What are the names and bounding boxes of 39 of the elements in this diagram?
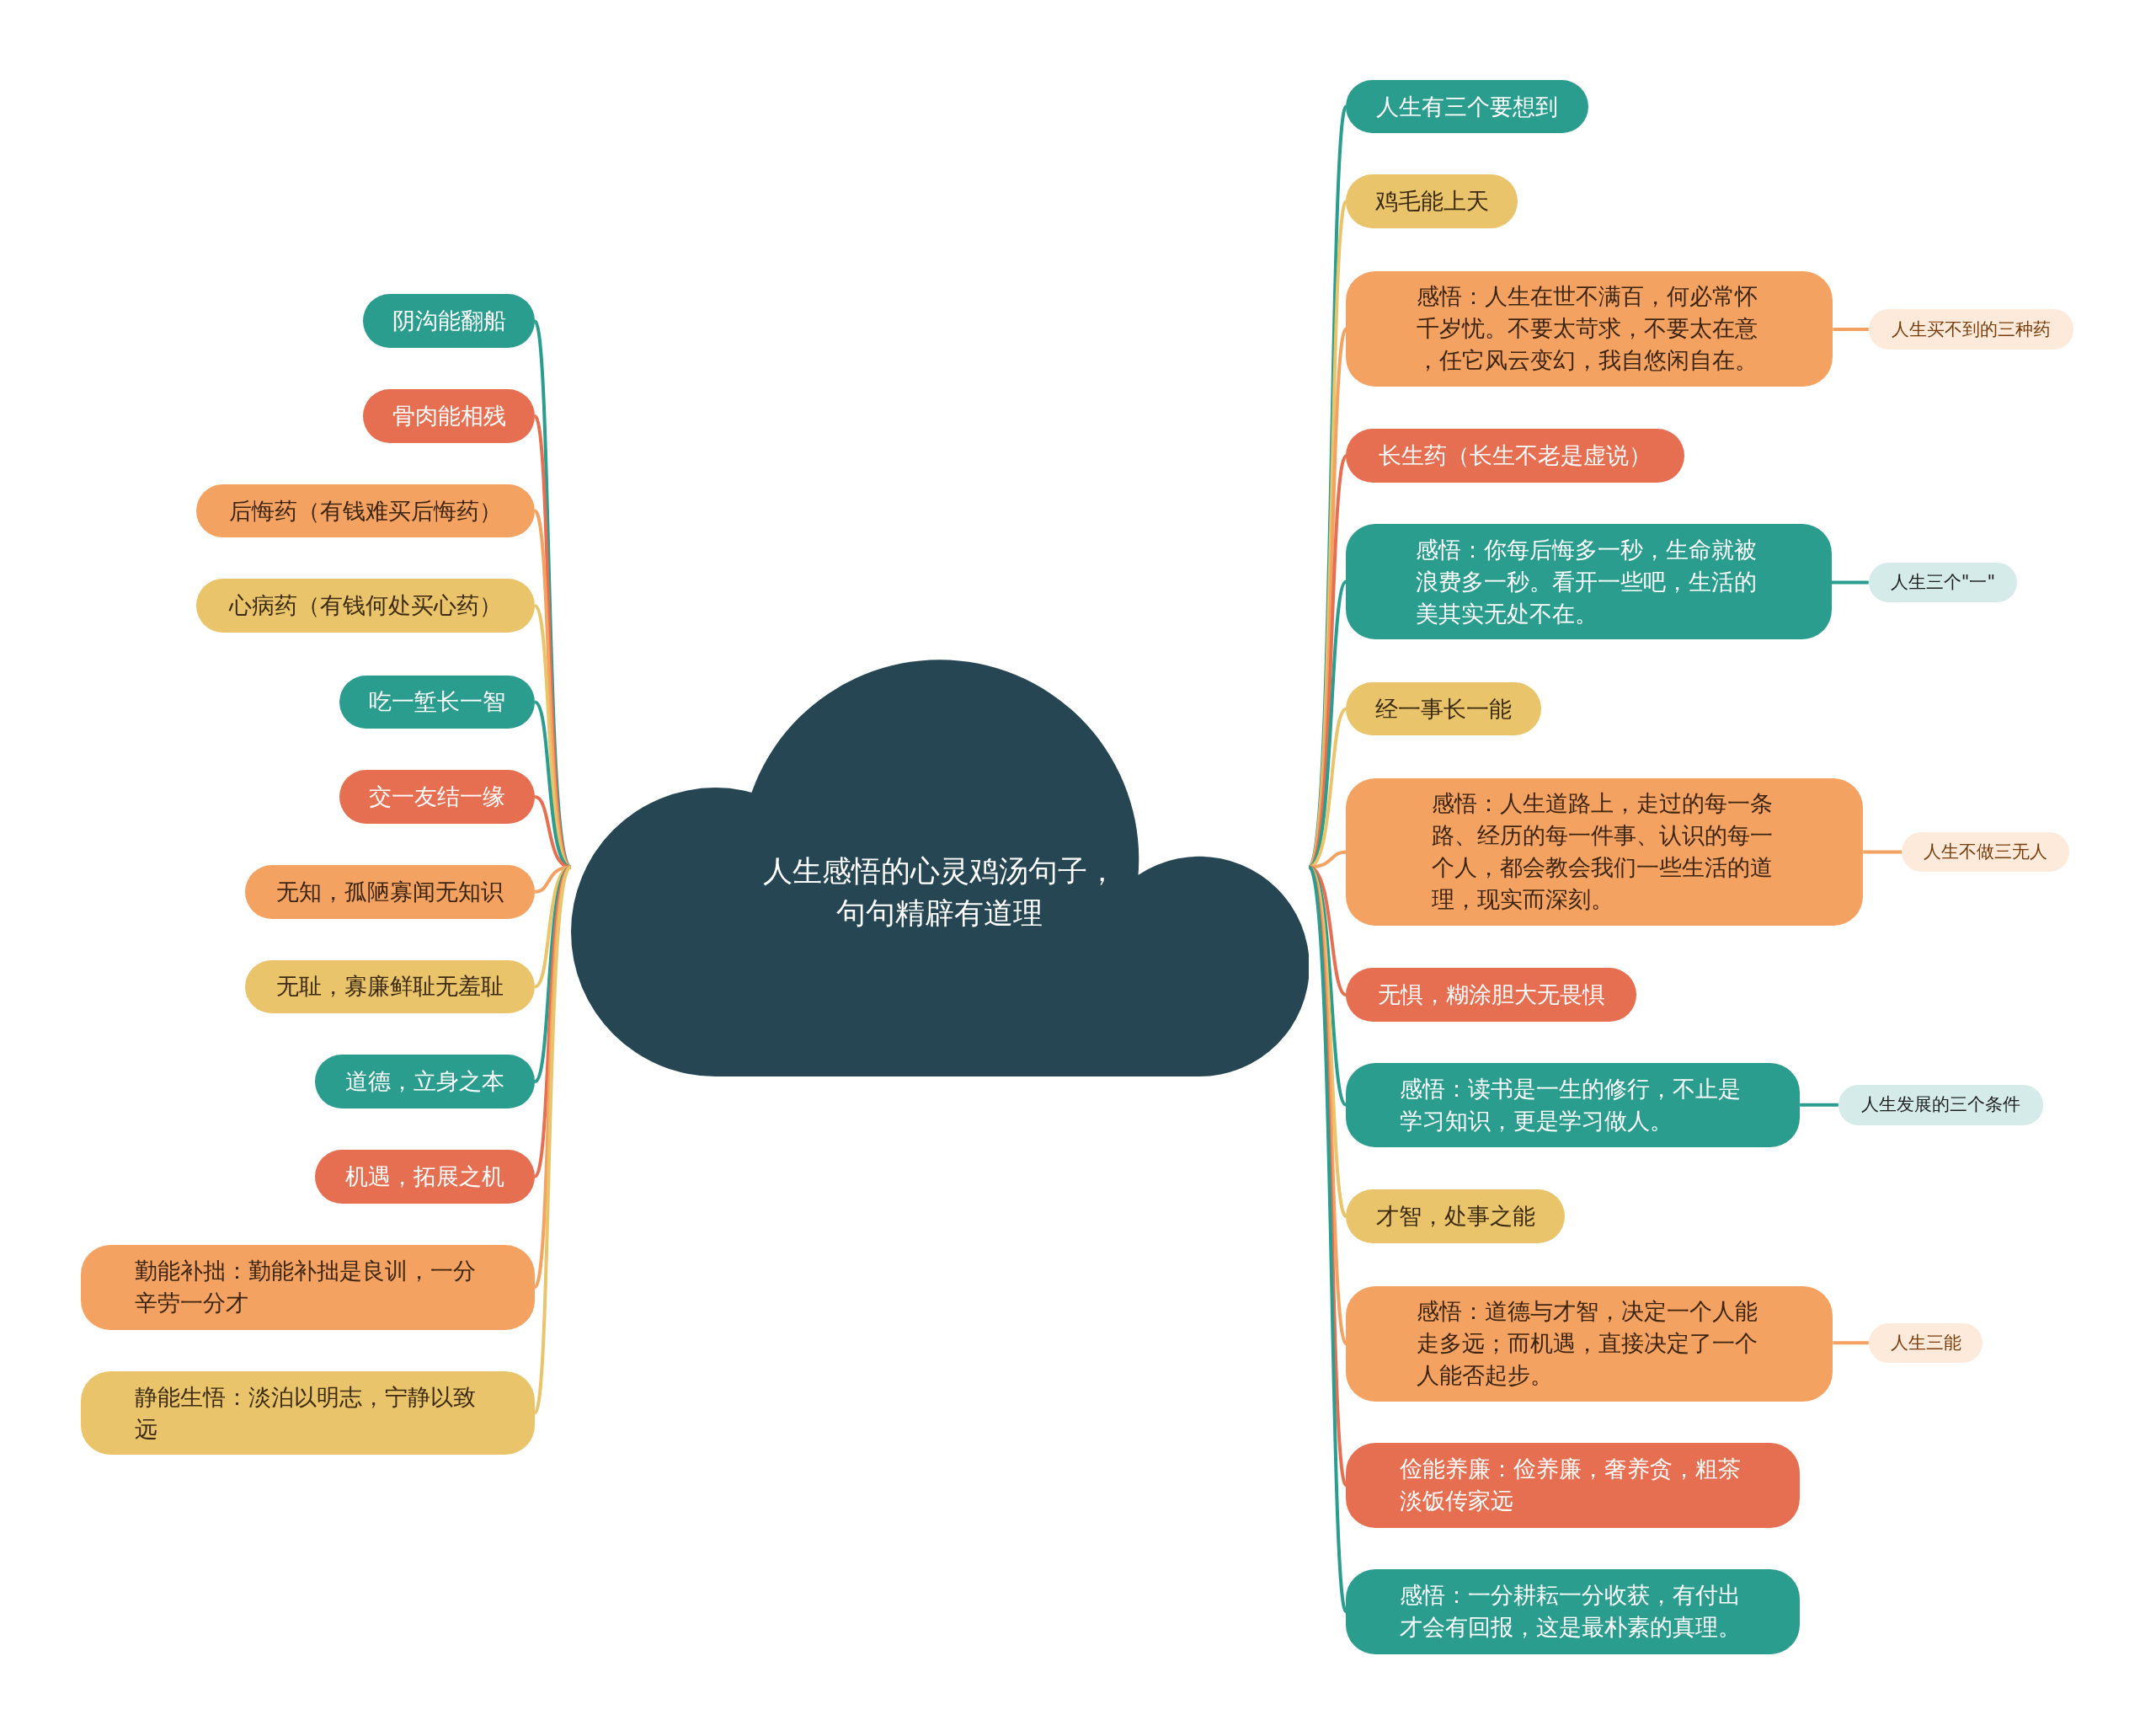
- topic-pill: 道德，立身之本: [314, 1055, 536, 1108]
- topic-pill: 感悟：道德与才智，决定一个人能走多远；而机遇，直接决定了一个人能否起步。: [1346, 1285, 1833, 1402]
- topic-pill: 吃一堑长一智: [339, 675, 536, 729]
- topic-pill: 鸡毛能上天: [1346, 174, 1518, 228]
- note-pill: 人生不做三无人: [1901, 831, 2070, 873]
- topic-pill: 心病药（有钱何处买心药）: [196, 579, 536, 633]
- topic-pill: 无耻，寡廉鲜耻无羞耻: [244, 959, 536, 1014]
- topic-pill: 感悟：人生道路上，走过的每一条路、经历的每一件事、认识的每一个人，都会教会我们一些生活的道理，现实而深刻。: [1346, 778, 1864, 926]
- topic-pill: 人生有三个要想到: [1346, 79, 1588, 134]
- connector-line: [1309, 850, 1347, 869]
- note-pill: 人生三能: [1868, 1322, 1983, 1363]
- note-pill: 人生买不到的三种药: [1868, 309, 2073, 350]
- note-pill: 人生发展的三个条件: [1838, 1085, 2044, 1125]
- topic-pill: 阴沟能翻船: [363, 294, 536, 349]
- topic-pill: 机遇，拓展之机: [314, 1149, 536, 1204]
- topic-pill: 感悟：读书是一生的修行，不止是学习知识，更是学习做人。: [1346, 1063, 1801, 1147]
- topic-pill: 感悟：一分耕耘一分收获，有付出才会有回报，这是最朴素的真理。: [1346, 1568, 1801, 1655]
- note-pill: 人生三个"一": [1868, 562, 2018, 603]
- connector-line: [1833, 328, 1869, 331]
- topic-pill: 俭能养廉：俭养廉，奢养贪，粗茶淡饭传家远: [1346, 1442, 1801, 1528]
- topic-pill: 静能生悟：淡泊以明志，宁静以致远: [81, 1370, 536, 1456]
- connector-line: [1800, 1103, 1838, 1107]
- connector-line: [534, 795, 572, 869]
- connector-line: [1863, 850, 1902, 854]
- topic-pill: 才智，处事之能: [1346, 1189, 1565, 1243]
- connector-line: [1833, 1341, 1869, 1345]
- topic-pill: 骨肉能相残: [363, 389, 536, 443]
- topic-pill: 经一事长一能: [1346, 681, 1542, 736]
- topic-pill: 无知，孤陋寡闻无知识: [244, 864, 536, 919]
- topic-pill: 后悔药（有钱难买后悔药）: [196, 483, 536, 538]
- connector-line: [534, 865, 571, 894]
- topic-pill: 交一友结一缘: [339, 770, 536, 824]
- topic-pill: 长生药（长生不老是虚说）: [1346, 429, 1684, 483]
- connector-line: [1831, 580, 1869, 585]
- topic-pill: 感悟：你每后悔多一秒，生命就被浪费多一秒。看开一些吧，生活的美其实无处不在。: [1346, 524, 1832, 640]
- central-topic-text: 人生感悟的心灵鸡汤句子，句句精辟有道理: [761, 853, 1118, 932]
- topic-pill: 感悟：人生在世不满百，何必常怀千岁忧。不要太苛求，不要太在意，任它风云变幻，我自悠闲自在。: [1346, 270, 1833, 387]
- topic-pill: 勤能补拙：勤能补拙是良训，一分辛劳一分才: [81, 1244, 536, 1330]
- topic-pill: 无惧，糊涂胆大无畏惧: [1346, 968, 1636, 1023]
